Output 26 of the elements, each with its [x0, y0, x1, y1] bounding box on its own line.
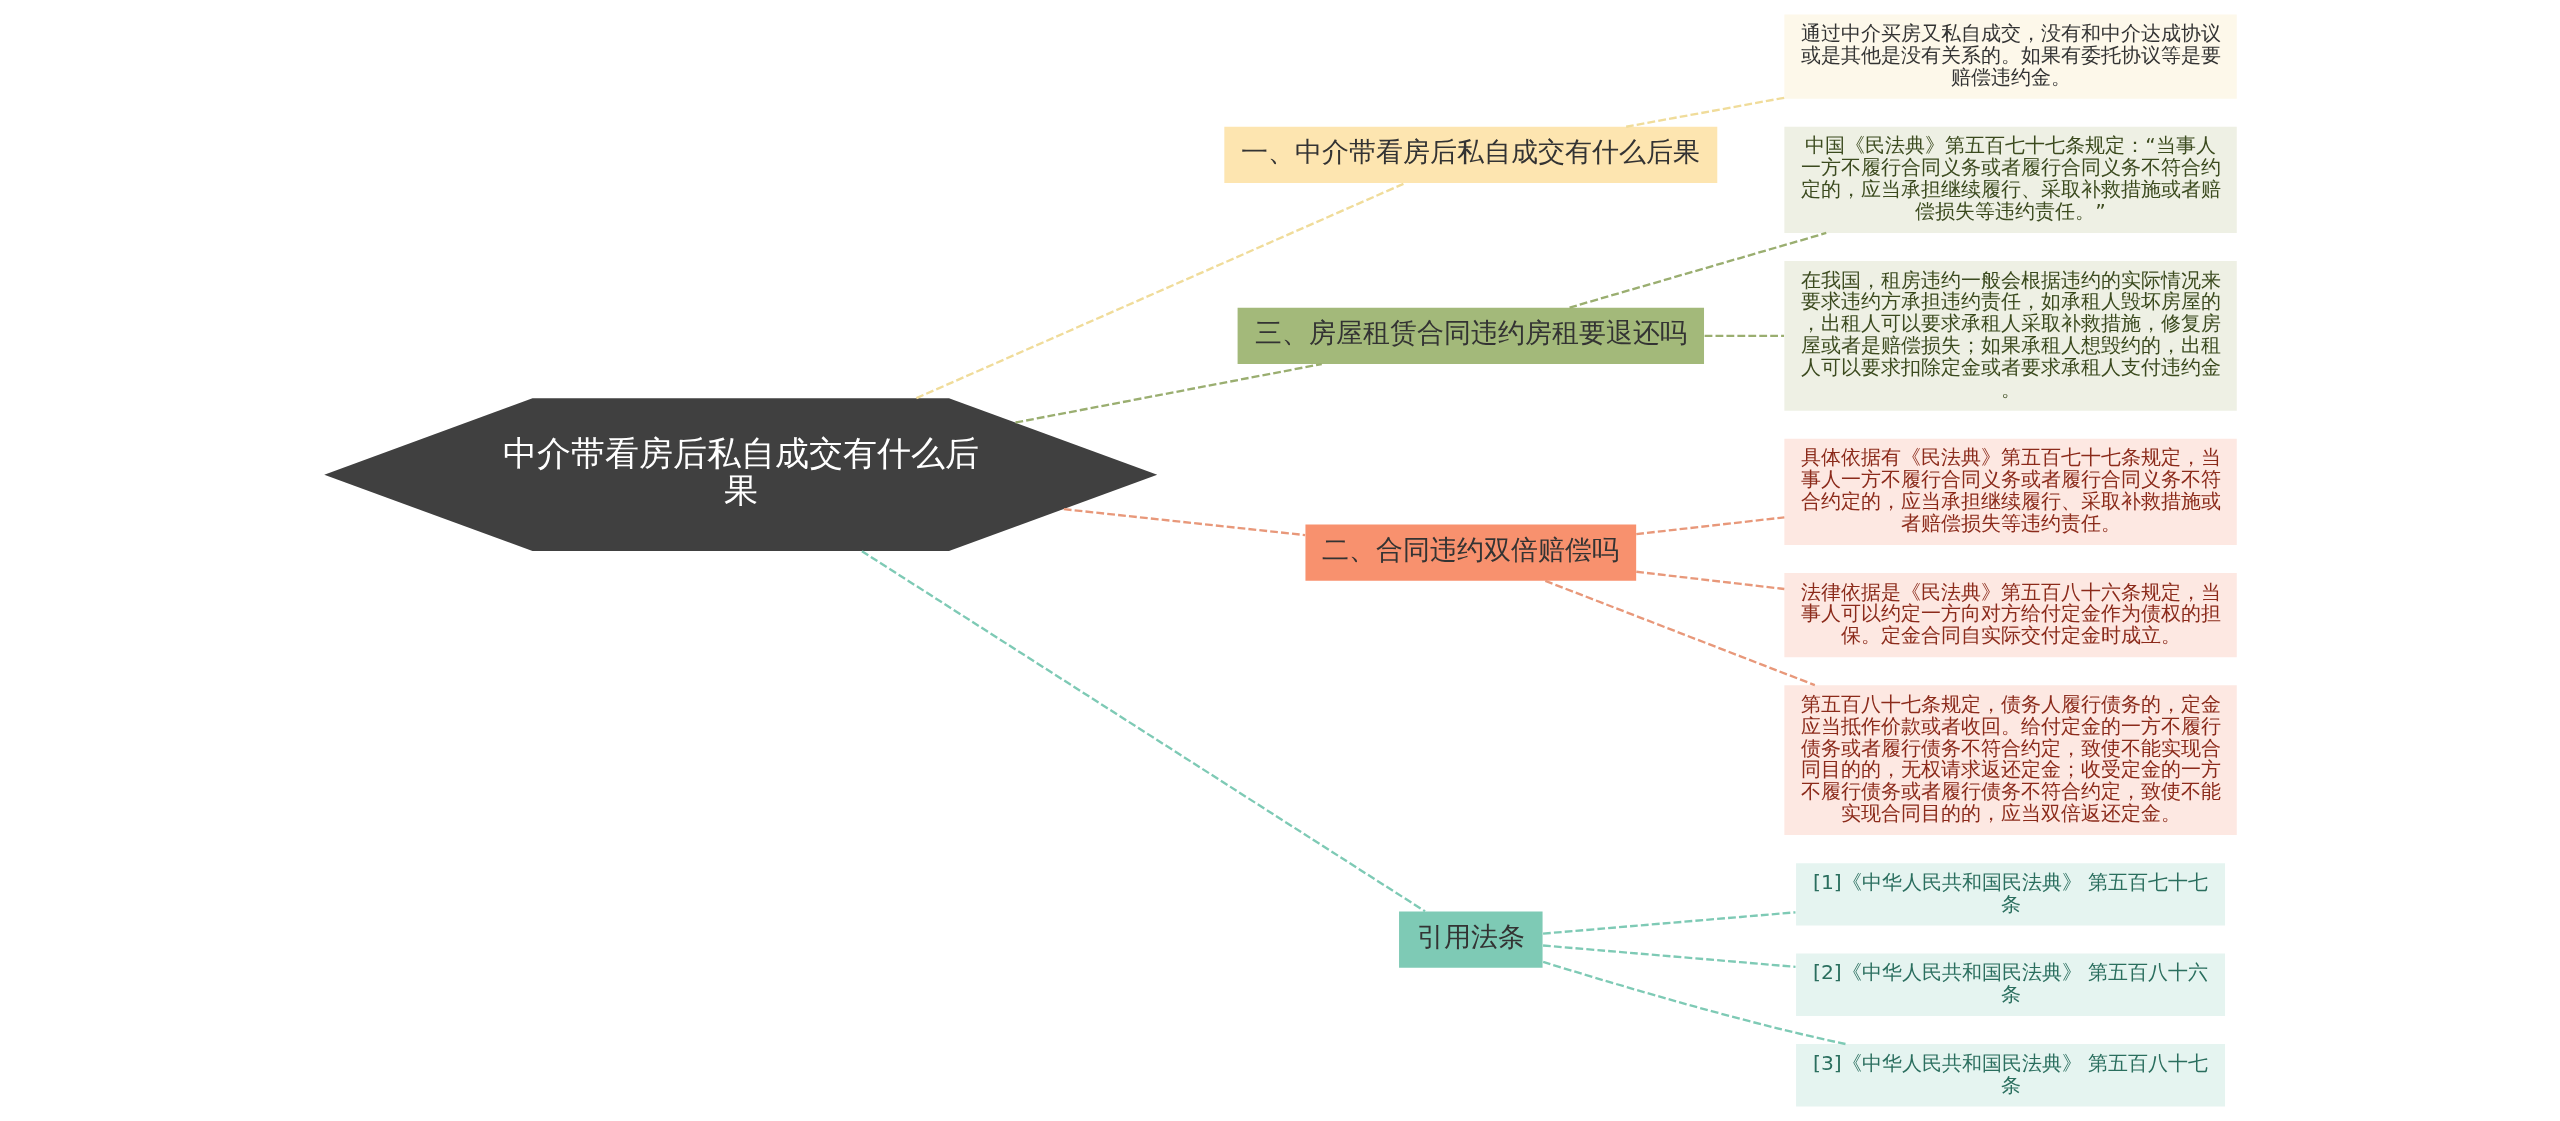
node-box: 一、中介带看房后私自成交有什么后果: [1223, 126, 1717, 183]
node-box: 通过中介买房又私自成交，没有和中介达成协议或是其他是没有关系的。如果有委托协议等是要赔偿违约金。: [1783, 14, 2237, 99]
node-box: 在我国，租房违约一般会根据违约的实际情况来要求违约方承担违约责任，如承租人毁坏房屋的，出租人可以要求承租人采取补救措施，修复房屋或者是赔偿损失；如果承租人想毁约的，出租人可以要求扣除定金或者要求承租人支付违约金。: [1783, 261, 2237, 411]
node-box: 具体依据有《民法典》第五百七十七条规定，当事人一方不履行合同义务或者履行合同义务不符合约定的，应当承担继续履行、采取补救措施或者赔偿损失等违约责任。: [1783, 438, 2237, 545]
connector: [1704, 334, 1784, 338]
node-box: [2]《中华人民共和国民法典》 第五百八十六条: [1795, 953, 2225, 1016]
connector: [915, 182, 1406, 400]
node-box: 引用法条: [1398, 911, 1543, 968]
connector: [1063, 508, 1305, 537]
node-box: 第五百八十七条规定，债务人履行债务的，定金应当抵作价款或者收回。给付定金的一方不履行债务或者履行债务不符合约定，致使不能实现合同目的的，无权请求返还定金；收受定金的一方不履行债务或者履行债务不符合约定，致使不能实现合同目的的，应当双倍返还定金。: [1783, 685, 2237, 836]
node-box: 中国《民法典》第五百七十七条规定：“当事人一方不履行合同义务或者履行合同义务不符合约定的，应当承担继续履行、采取补救措施或者赔偿损失等违约责任。”: [1783, 126, 2237, 233]
node-box: 三、房屋租赁合同违约房租要退还吗: [1237, 307, 1704, 364]
connector: [1635, 570, 1784, 591]
connector: [1542, 911, 1796, 935]
node-box: [3]《中华人民共和国民法典》 第五百八十七条: [1795, 1044, 2225, 1107]
node-box: 二、合同违约双倍赔偿吗: [1304, 524, 1636, 581]
connector: [1625, 96, 1784, 128]
connector: [1635, 516, 1784, 536]
connector: [860, 550, 1426, 913]
node-box: 法律依据是《民法典》第五百八十六条规定，当事人可以约定一方向对方给付定金作为债权的担保。定金合同自实际交付定金时成立。: [1783, 573, 2237, 658]
connector: [1014, 362, 1322, 424]
connector: [1542, 944, 1796, 968]
node-box: [1]《中华人民共和国民法典》 第五百七十七条: [1795, 863, 2225, 926]
connector: [1544, 579, 1815, 687]
connector: [1542, 960, 1846, 1046]
connector: [1568, 231, 1827, 309]
